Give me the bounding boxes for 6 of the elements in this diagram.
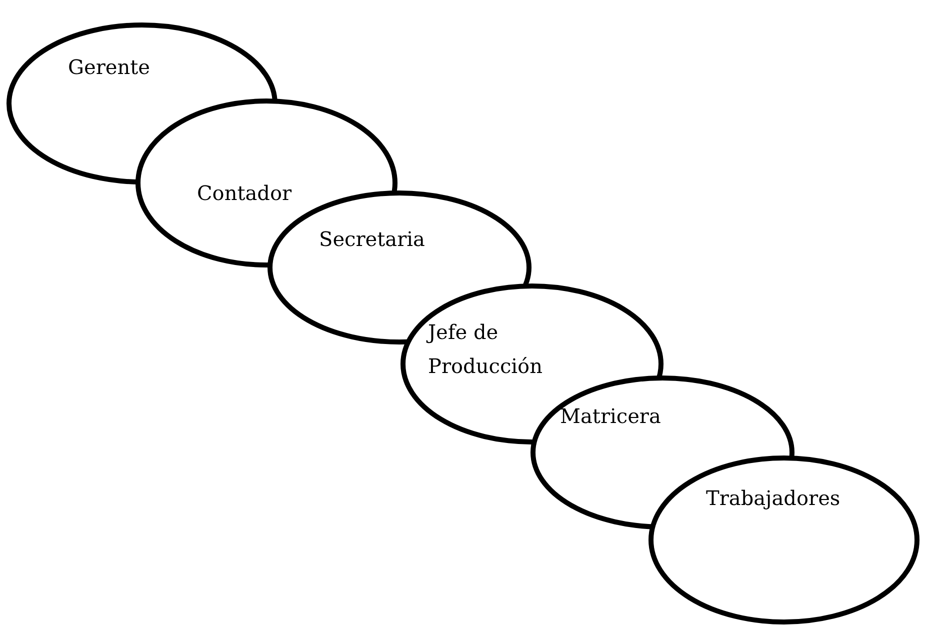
node-label: Gerente xyxy=(68,54,150,81)
node-label: Trabajadores xyxy=(706,485,840,512)
node-label: Jefe de Producción xyxy=(428,319,544,380)
node-label: Contador xyxy=(197,180,292,207)
node-label: Secretaria xyxy=(319,226,425,253)
node-label: Matricera xyxy=(560,403,661,430)
